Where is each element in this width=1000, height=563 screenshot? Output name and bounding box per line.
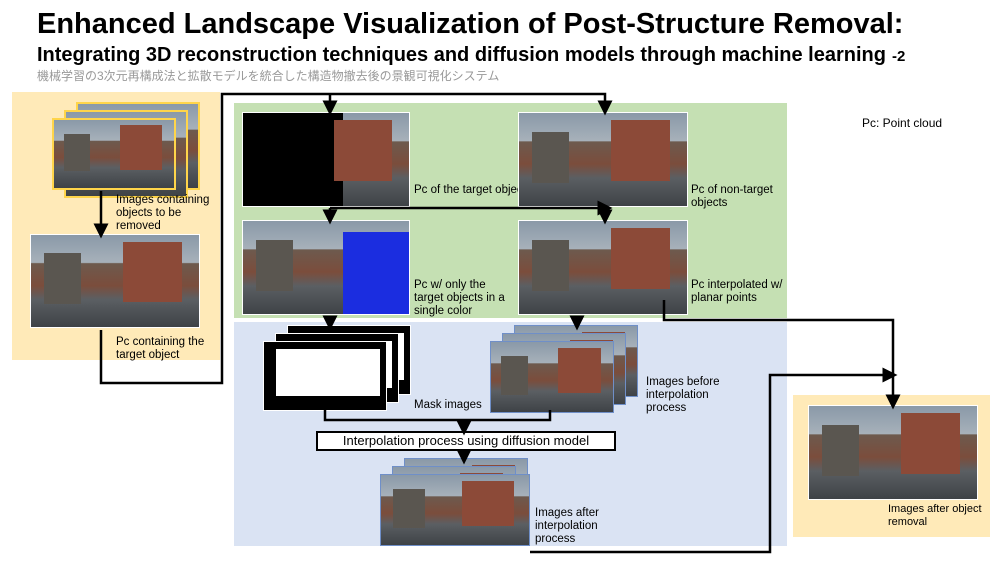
legend: Pc: Point cloud xyxy=(862,116,943,130)
pc-single-color-label: Pc w/ only the target objects in a singl… xyxy=(414,279,505,317)
mask-images-label: Mask images xyxy=(414,399,482,411)
input-image-1 xyxy=(52,118,176,190)
images-after-interp-label: Images after interpolation process xyxy=(535,507,599,545)
pc-interpolated-label: Pc interpolated w/ planar points xyxy=(691,279,783,304)
subtitle-text: Integrating 3D reconstruction techniques… xyxy=(37,44,886,66)
pc-interpolated-image xyxy=(518,220,688,315)
input-images-label: Images containing objects to be removed xyxy=(116,194,210,232)
subtitle: Integrating 3D reconstruction techniques… xyxy=(37,44,905,67)
pc-non-target-label: Pc of non-target objects xyxy=(691,184,773,209)
pc-target-objects-label: Pc of the target objects xyxy=(414,184,532,196)
title: Enhanced Landscape Visualization of Post… xyxy=(37,8,904,40)
images-after-removal-label: Images after object removal xyxy=(888,503,982,528)
pc-target-label: Pc containing the target object xyxy=(116,336,205,361)
subtitle-jp: 機械学習の3次元再構成法と拡散モデルを統合した構造物撤去後の景観可視化システム xyxy=(37,69,500,83)
mask-image-1 xyxy=(263,341,387,411)
pc-non-target-image xyxy=(518,112,688,207)
before-image-1 xyxy=(490,341,614,413)
subtitle-number: -2 xyxy=(891,48,906,65)
after-interp-image-1 xyxy=(380,474,530,546)
pc-target-image xyxy=(30,234,200,328)
images-before-label: Images before interpolation process xyxy=(646,376,720,414)
